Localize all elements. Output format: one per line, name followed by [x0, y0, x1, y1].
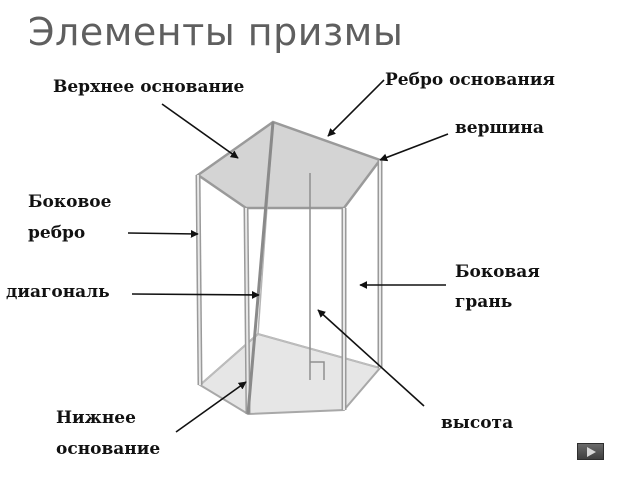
- lateral-edge: [245, 207, 249, 415]
- arrow-height: [317, 309, 425, 407]
- arrow-vertex: [379, 133, 449, 162]
- slide-title: Элементы призмы: [28, 10, 404, 54]
- label-lateral-face-line2: грань: [455, 292, 513, 312]
- label-lateral-edge-line1: Боковое: [28, 192, 112, 212]
- label-lateral-face-line1: Боковая: [455, 262, 540, 282]
- label-vertex: вершина: [455, 118, 544, 138]
- arrow-top-base: [161, 103, 239, 159]
- label-height: высота: [441, 413, 514, 433]
- diagonal-line: [246, 121, 275, 415]
- arrow-base-edge: [327, 79, 385, 137]
- right-angle-mark: [310, 361, 325, 380]
- bottom-base-face: [198, 332, 382, 416]
- label-base-edge: Ребро основания: [385, 70, 555, 90]
- arrow-diagonal: [131, 290, 260, 299]
- lateral-edge: [197, 174, 201, 386]
- play-icon: [587, 447, 596, 457]
- top-base-face: [195, 120, 383, 210]
- hidden-edge: [257, 333, 381, 369]
- label-top-base: Верхнее основание: [53, 77, 245, 97]
- label-lateral-edge-line2: ребро: [28, 223, 86, 243]
- arrow-lateral-edge: [127, 229, 199, 238]
- label-bottom-base-line2: основание: [56, 439, 161, 459]
- label-diagonal: диагональ: [6, 282, 110, 302]
- label-bottom-base-line1: Нижнее: [56, 408, 136, 428]
- arrow-bottom-base: [175, 381, 247, 433]
- next-slide-button[interactable]: [577, 443, 604, 460]
